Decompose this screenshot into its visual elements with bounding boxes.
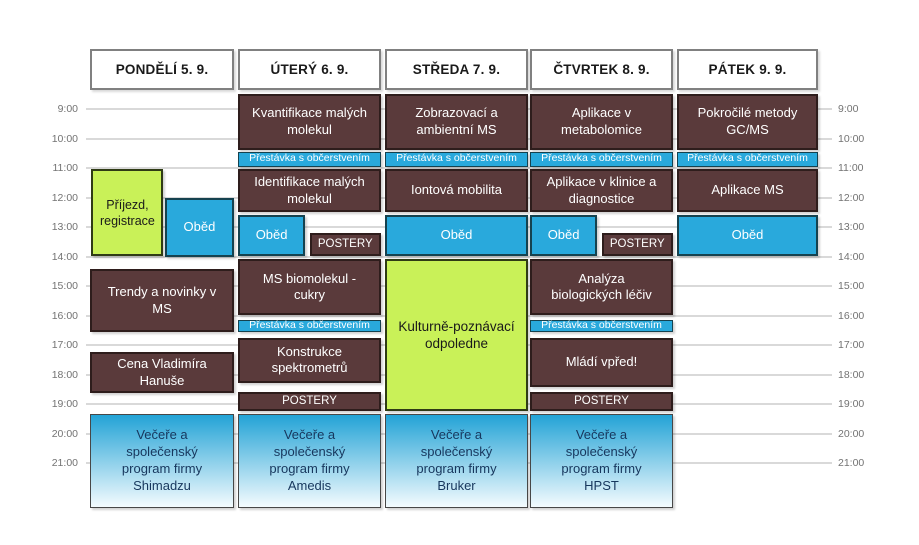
hour-gridline-1400 bbox=[86, 255, 832, 258]
time-label-left-1000: 10:00 bbox=[51, 132, 78, 145]
time-label-right-1600: 16:00 bbox=[838, 309, 865, 322]
time-label-right-1200: 12:00 bbox=[838, 191, 865, 204]
session-analyza-biologickych-leciv: Analýza biologických léčiv bbox=[530, 259, 673, 316]
posters-tuesday-noon: POSTERY bbox=[309, 232, 381, 256]
time-label-right-900: 9:00 bbox=[838, 102, 859, 115]
evening-amedis: Večeře a společenský program firmy Amedi… bbox=[238, 414, 381, 508]
time-label-right-2000: 20:00 bbox=[838, 427, 865, 440]
session-ms-biomolekul-cukry: MS biomolekul - cukry bbox=[238, 259, 381, 316]
session-identifikace-malych-molekul: Identifikace malých molekul bbox=[238, 169, 381, 213]
day-header-5: PÁTEK 9. 9. bbox=[677, 49, 818, 90]
session-aplikace-v-klinice-a-diagnostice: Aplikace v klinice a diagnostice bbox=[530, 169, 673, 213]
time-label-right-2100: 21:00 bbox=[838, 456, 865, 469]
session-konstrukce-spektrometru: Konstrukce spektrometrů bbox=[238, 337, 381, 384]
posters-thursday-evening: POSTERY bbox=[530, 392, 673, 412]
session-cena-vladimira-hanuse: Cena Vladimíra Hanuše bbox=[90, 352, 234, 393]
session-pokrocile-metody-gc-ms: Pokročilé metody GC/MS bbox=[677, 94, 818, 151]
time-label-left-2000: 20:00 bbox=[51, 427, 78, 440]
culture-kulturne-poznavaci-odpoledne: Kulturně-poznávací odpoledne bbox=[385, 259, 528, 412]
evening-shimadzu: Večeře a společenský program firmy Shima… bbox=[90, 414, 234, 508]
time-label-right-1400: 14:00 bbox=[838, 250, 865, 263]
lunch-wednesday: Oběd bbox=[385, 215, 528, 257]
time-label-left-1600: 16:00 bbox=[51, 309, 78, 322]
time-label-right-1100: 11:00 bbox=[838, 161, 864, 174]
time-label-right-1800: 18:00 bbox=[838, 368, 865, 381]
session-trendy-a-novinky-v-ms: Trendy a novinky v MS bbox=[90, 268, 234, 333]
time-label-left-1400: 14:00 bbox=[51, 250, 78, 263]
posters-tuesday-evening: POSTERY bbox=[238, 392, 381, 412]
lunch-friday: Oběd bbox=[677, 215, 818, 257]
posters-thursday-noon: POSTERY bbox=[601, 232, 673, 256]
time-label-left-2100: 21:00 bbox=[51, 456, 78, 469]
break-friday-morning: Přestávka s občerstvením bbox=[677, 151, 818, 167]
session-kvantifikace-malych-molekul: Kvantifikace malých molekul bbox=[238, 94, 381, 151]
session-mladi-vpred: Mládí vpřed! bbox=[530, 337, 673, 387]
day-header-3: STŘEDA 7. 9. bbox=[385, 49, 528, 90]
session-aplikace-v-metabolomice: Aplikace v metabolomice bbox=[530, 94, 673, 151]
session-zobrazovaci-a-ambientni-ms: Zobrazovací a ambientní MS bbox=[385, 94, 528, 151]
lunch-tuesday: Oběd bbox=[238, 215, 306, 257]
time-label-right-1500: 15:00 bbox=[838, 279, 865, 292]
time-label-right-1900: 19:00 bbox=[838, 397, 865, 410]
break-tuesday-morning: Přestávka s občerstvením bbox=[238, 151, 381, 167]
arrival-registration: Příjezd, registrace bbox=[91, 169, 164, 257]
evening-bruker: Večeře a společenský program firmy Bruke… bbox=[385, 414, 528, 508]
lunch-monday: Oběd bbox=[164, 197, 234, 257]
session-aplikace-ms: Aplikace MS bbox=[677, 169, 818, 213]
time-label-left-1300: 13:00 bbox=[51, 220, 78, 233]
day-header-4: ČTVRTEK 8. 9. bbox=[530, 49, 673, 90]
break-wednesday-morning: Přestávka s občerstvením bbox=[385, 151, 528, 167]
break-thursday-morning: Přestávka s občerstvením bbox=[530, 151, 673, 167]
time-label-left-1800: 18:00 bbox=[51, 368, 78, 381]
time-label-left-1100: 11:00 bbox=[52, 161, 79, 174]
time-label-left-900: 9:00 bbox=[57, 102, 78, 115]
day-header-1: PONDĚLÍ 5. 9. bbox=[90, 49, 234, 90]
time-label-left-1500: 15:00 bbox=[51, 279, 78, 292]
break-thursday-afternoon: Přestávka s občerstvením bbox=[530, 319, 673, 332]
time-label-right-1000: 10:00 bbox=[838, 132, 865, 145]
session-iontova-mobilita: Iontová mobilita bbox=[385, 169, 528, 213]
time-label-left-1900: 19:00 bbox=[51, 397, 78, 410]
hour-gridline-1100 bbox=[86, 167, 832, 169]
time-label-right-1700: 17:00 bbox=[838, 338, 865, 351]
break-tuesday-afternoon: Přestávka s občerstvením bbox=[238, 319, 381, 332]
time-label-left-1700: 17:00 bbox=[51, 338, 78, 351]
time-label-left-1200: 12:00 bbox=[51, 191, 78, 204]
day-header-2: ÚTERÝ 6. 9. bbox=[238, 49, 381, 90]
evening-hpst: Večeře a společenský program firmy HPST bbox=[530, 414, 673, 508]
lunch-thursday: Oběd bbox=[530, 215, 598, 257]
time-label-right-1300: 13:00 bbox=[838, 220, 865, 233]
